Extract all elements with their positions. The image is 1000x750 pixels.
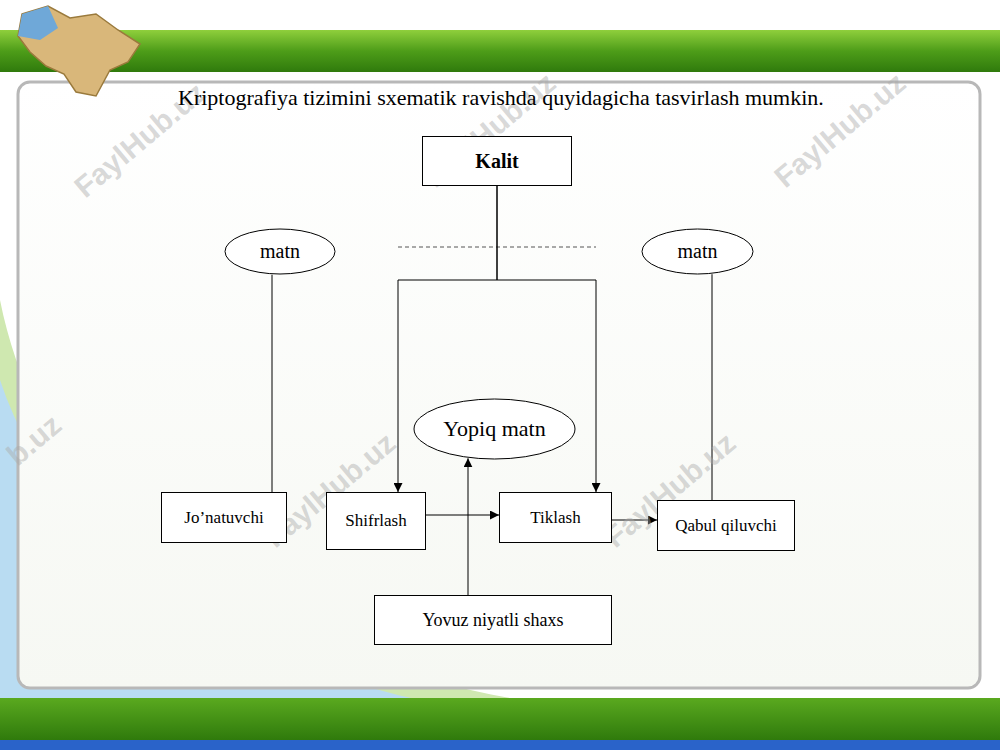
connector	[272, 275, 273, 492]
node-label: matn	[260, 240, 300, 263]
ciphertext-ellipse: Yopiq matn	[413, 398, 576, 460]
node-label: Yovuz niyatli shaxs	[422, 610, 563, 631]
sender-box: Jo’natuvchi	[161, 492, 287, 543]
plaintext-ellipse: matn	[224, 228, 336, 275]
connector	[426, 515, 499, 516]
node-label: Tiklash	[530, 508, 580, 528]
plaintext-ellipse: matn	[641, 228, 754, 275]
node-label: matn	[678, 240, 718, 263]
dashed-line	[398, 247, 596, 248]
bottom-blue-line	[0, 740, 1000, 750]
bottom-green-band	[0, 698, 1000, 740]
slide-title: Kriptografiya tizimini sxematik ravishda…	[128, 84, 898, 112]
node-label: Kalit	[475, 150, 518, 173]
content-panel	[18, 82, 980, 688]
attacker-box: Yovuz niyatli shaxs	[374, 595, 612, 645]
node-label: Yopiq matn	[443, 416, 545, 441]
map-icon	[18, 6, 140, 96]
map-region	[18, 6, 58, 40]
top-band	[0, 0, 1000, 30]
decrypt-box: Tiklash	[499, 492, 612, 543]
connector	[468, 458, 469, 595]
encrypt-box: Shifrlash	[326, 492, 426, 550]
node-label: Jo’natuvchi	[184, 508, 263, 528]
receiver-box: Qabul qiluvchi	[657, 500, 795, 551]
node-label: Shifrlash	[345, 511, 406, 531]
node-label: Qabul qiluvchi	[675, 516, 777, 536]
top-green-band	[0, 30, 1000, 72]
key-box: Kalit	[422, 136, 572, 186]
